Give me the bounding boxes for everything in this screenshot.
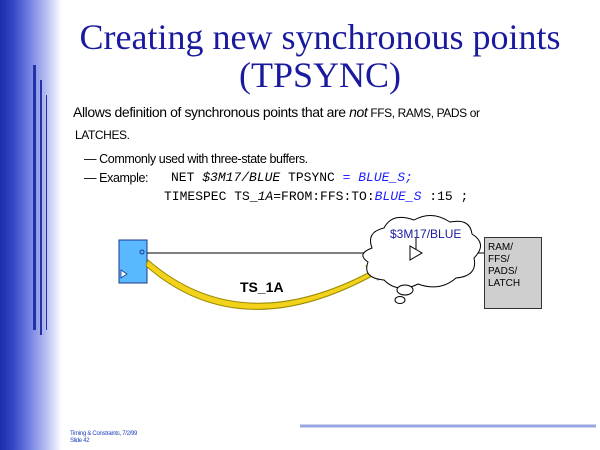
sidebar-gradient [0,0,62,450]
clock-input-icon [120,269,128,279]
slide-title-line1: Creating new synchronous points [79,17,561,57]
timespec-label: TS_1A [240,279,284,295]
decorative-vertical-line [46,95,47,330]
code-net-keyword: NET [171,170,203,185]
code-equals: = [334,170,359,185]
code-timespec-id: 1A [257,189,274,204]
bullet-three-state: — Commonly used with three-state buffers… [84,152,308,166]
destination-line: FFS/ [488,254,510,265]
code-line-tpsync: NET $3M17/BLUE TPSYNC = BLUE_S; [171,170,413,185]
decorative-vertical-line [40,80,42,335]
net-name-label: $3M17/BLUE [390,227,462,241]
code-timespec-prefix: TIMESPEC TS_ [164,189,258,204]
destination-line: RAM/ [488,242,513,253]
intro-part1: Allows definition of synchronous points … [73,104,350,120]
thought-bubble [396,284,414,296]
intro-part2: FFS, RAMS, PADS or [367,106,480,120]
code-line-timespec: TIMESPEC TS_1A=FROM:FFS:TO:BLUE_S :15 ; [164,189,468,204]
three-state-buffer-icon [409,245,423,261]
output-pin-icon [139,249,145,255]
code-timespec-suffix: :15 ; [421,189,469,204]
intro-text-line2: LATCHES. [75,128,130,142]
code-timespec-middle: =FROM:FFS:TO: [273,189,375,204]
cloud-shape [362,215,481,289]
slide-title-line2: (TPSYNC) [238,55,402,95]
decorative-vertical-line [33,65,36,330]
destination-block: RAM/ FFS/ PADS/ LATCH [484,237,542,309]
code-timespec-group: BLUE_S [374,189,422,204]
timespec-path-arrow [145,259,385,310]
footer-info: Timing & Constraints, 7/2/99 [70,431,138,437]
code-net-name: $3M17/BLUE [202,170,281,185]
intro-text: Allows definition of synchronous points … [73,104,480,120]
intro-emphasis: not [349,104,368,120]
destination-line: LATCH [488,278,521,289]
slide-title: Creating new synchronous points (TPSYNC) [60,18,580,94]
code-group-name: BLUE_S; [358,170,413,185]
code-tpsync-keyword: TPSYNC [280,170,335,185]
bullet-example-label: — Example: [84,171,149,185]
thought-bubble [394,296,406,304]
footer-slide-number: Slide 42 [70,438,90,444]
destination-line: PADS/ [488,266,518,277]
